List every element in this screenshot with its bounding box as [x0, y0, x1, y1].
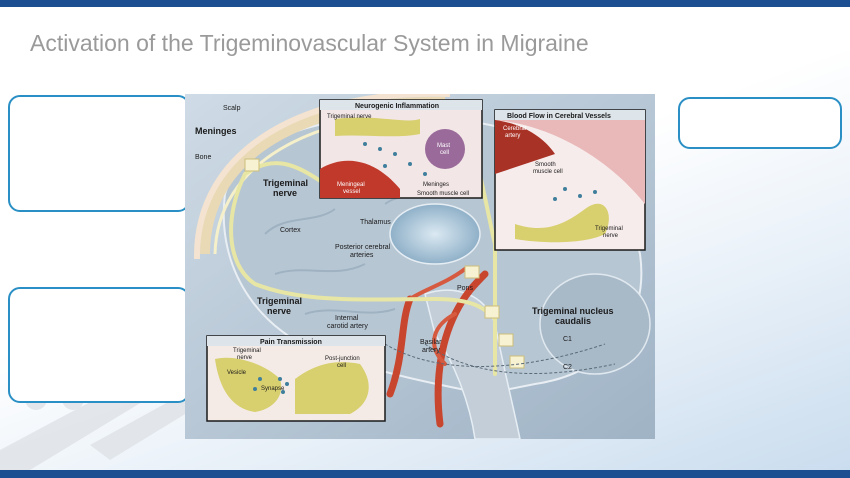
blood-flow-smooth-muscle: Smooth: [535, 162, 556, 168]
label-nucleus-2: caudalis: [555, 316, 591, 326]
pain-post-junction: Post-junction: [325, 356, 360, 362]
neurogenic-trigeminal-nerve: Trigeminal nerve: [327, 114, 372, 120]
blood-flow-cerebral-artery: Cerebral: [503, 126, 526, 132]
pain-trigeminal-nerve: Trigeminal: [233, 348, 261, 354]
label-internal-carotid: Internal: [335, 315, 359, 322]
nucleus-marker-4: [464, 265, 480, 279]
label-posterior-cerebral-2: arteries: [350, 252, 374, 259]
label-c1: C1: [563, 336, 572, 343]
pain-trigeminal-nerve-2: nerve: [237, 355, 253, 361]
neurogenic-meninges: Meninges: [423, 182, 449, 188]
neurogenic-meningeal-vessel: Meningeal: [337, 182, 365, 188]
neurogenic-mast-cell: Mast: [437, 143, 450, 149]
label-nucleus: Trigeminal nucleus: [532, 306, 614, 316]
neurogenic-title: Neurogenic Inflammation: [355, 103, 439, 110]
label-trigeminal-lower: Trigeminal: [257, 296, 302, 306]
blood-flow-cerebral-artery-2: artery: [505, 133, 520, 139]
neurogenic-meningeal-vessel-2: vessel: [343, 189, 360, 195]
nucleus-marker-2: [498, 333, 514, 347]
neurogenic-mast-cell-2: cell: [440, 150, 449, 156]
blood-flow-title: Blood Flow in Cerebral Vessels: [507, 113, 611, 120]
label-basilar: Basilar: [420, 339, 442, 346]
label-trigeminal-lower-2: nerve: [267, 306, 291, 316]
blood-flow-trigeminal-nerve: Trigeminal: [595, 226, 623, 232]
callout-box-top-left: [8, 95, 190, 212]
label-trigeminal-upper: Trigeminal: [263, 178, 308, 188]
label-scalp: Scalp: [223, 105, 241, 112]
inset-blood-flow: Blood Flow in Cerebral Vessels Cerebral …: [494, 109, 646, 251]
internal-carotid-artery: [386, 295, 414, 398]
label-c2: C2: [563, 364, 572, 371]
scalp-layer: [193, 94, 450, 260]
label-basilar-2: artery: [422, 347, 440, 354]
label-trigeminal-upper-2: nerve: [273, 188, 297, 198]
nucleus-marker-3: [509, 355, 525, 369]
label-posterior-cerebral: Posterior cerebral: [335, 244, 391, 251]
label-pons: Pons: [457, 285, 473, 292]
neurogenic-smooth-muscle: Smooth muscle cell: [417, 191, 469, 197]
label-internal-carotid-2: carotid artery: [327, 323, 368, 330]
label-thalamus: Thalamus: [360, 219, 391, 226]
pain-vesicle: Vesicle: [227, 370, 247, 376]
cerebellum: [539, 273, 651, 375]
blood-flow-trigeminal-nerve-2: nerve: [603, 233, 619, 239]
pain-post-junction-2: cell: [337, 363, 346, 369]
slide-title: Activation of the Trigeminovascular Syst…: [30, 30, 589, 56]
bottom-accent-bar: [0, 470, 850, 478]
callout-box-top-right: [678, 97, 842, 149]
thalamus-shape: [389, 203, 481, 265]
pain-synapse: Synapse: [261, 386, 285, 392]
nucleus-marker-1: [484, 305, 500, 319]
basilar-artery: [434, 270, 489, 428]
trigeminovascular-figure: Scalp Meninges Bone Trigeminal nerve Cor…: [185, 94, 655, 439]
inset-neurogenic-inflammation: Neurogenic Inflammation Trigeminal nerve…: [319, 99, 483, 199]
label-bone: Bone: [195, 154, 211, 161]
inset-pain-transmission: Pain Transmission Trigeminal nerve Vesic…: [206, 335, 386, 422]
label-meninges: Meninges: [195, 126, 237, 136]
meninges-marker: [244, 158, 260, 172]
top-accent-bar: [0, 0, 850, 7]
blood-flow-smooth-muscle-2: muscle cell: [533, 169, 563, 175]
callout-box-bottom-left: [8, 287, 190, 403]
pain-title: Pain Transmission: [260, 339, 322, 346]
label-cortex: Cortex: [280, 227, 301, 234]
